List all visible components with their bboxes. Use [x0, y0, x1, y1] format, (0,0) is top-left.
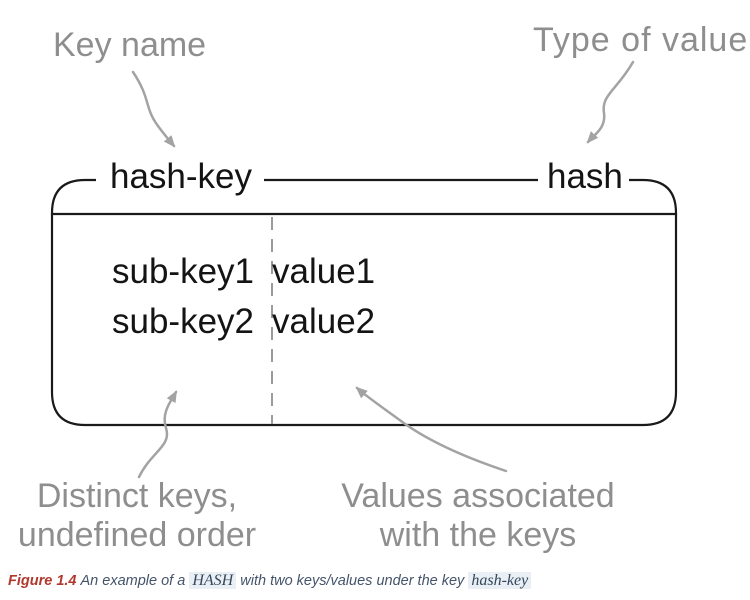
sub-value: value1	[272, 252, 376, 291]
hash-key-name: hash-key	[110, 157, 253, 196]
sub-key: sub-key2	[112, 302, 255, 341]
caption-text-2: with two keys/values under the key	[240, 573, 465, 589]
values-associated-line2: with the keys	[379, 516, 577, 554]
sub-key: sub-key1	[112, 252, 255, 291]
distinct-keys-line2: undefined order	[17, 516, 257, 554]
arrow-type-of-value-icon	[586, 60, 635, 144]
caption-text-1: An example of a	[80, 573, 186, 589]
distinct-keys-line1: Distinct keys,	[36, 477, 238, 515]
arrow-distinct-keys-icon	[137, 390, 178, 479]
sub-value: value2	[272, 302, 376, 341]
arrow-values-associated-icon	[355, 386, 508, 473]
hash-type-label: hash	[547, 157, 623, 196]
hash-box-outline	[50, 214, 678, 427]
values-associated-label: Values associated with the keys	[332, 477, 624, 555]
values-associated-line1: Values associated	[341, 477, 615, 515]
type-of-value-label: Type of value	[533, 21, 749, 59]
caption-code-hash-key: hash-key	[468, 572, 532, 589]
hash-entries: sub-key1 value1 sub-key2 value2	[112, 247, 375, 347]
key-name-label: Key name	[53, 26, 207, 64]
distinct-keys-label: Distinct keys, undefined order	[7, 477, 267, 555]
caption-code-hash: HASH	[189, 572, 237, 589]
hash-entry-row: sub-key2 value2	[112, 297, 375, 347]
figure-number: Figure 1.4	[8, 573, 77, 589]
arrow-key-name-icon	[131, 70, 176, 148]
hash-entry-row: sub-key1 value1	[112, 247, 375, 297]
